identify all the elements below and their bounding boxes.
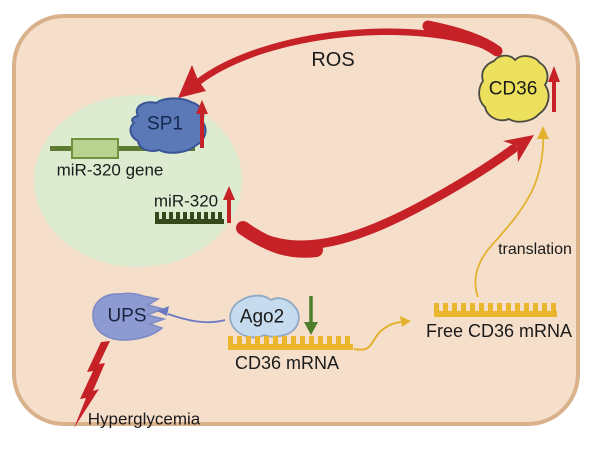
cd36-mrna-teeth xyxy=(228,336,353,344)
free-cd36-mrna-strand xyxy=(434,303,557,317)
cd36-mrna-strand xyxy=(228,336,353,350)
yellow-arrowhead-icon xyxy=(400,316,411,327)
ups-label: UPS xyxy=(107,305,147,327)
ups-proteasome xyxy=(92,292,167,341)
cd36-mrna-base xyxy=(228,344,353,350)
mir320-gene-label: miR-320 gene xyxy=(56,160,164,180)
cd36-label: CD36 xyxy=(488,78,538,100)
hyperglycemia-label: Hyperglycemia xyxy=(87,409,201,429)
sp1-increase-arrow xyxy=(196,100,208,148)
translation-arrowhead-icon xyxy=(537,126,549,139)
cd36-protein xyxy=(478,54,550,123)
ago2-label: Ago2 xyxy=(239,306,285,328)
mir320-strand-base xyxy=(155,219,224,224)
hyperglycemia-bolt-icon xyxy=(74,341,110,428)
blue-arrowhead-icon xyxy=(157,306,169,316)
cd36-mrna-label: CD36 mRNA xyxy=(234,353,340,373)
gene-box xyxy=(71,138,119,159)
mir320-mirna-strand xyxy=(155,212,224,224)
mrna-release-arrow xyxy=(353,316,411,351)
sp1-label: SP1 xyxy=(147,113,183,135)
mir320-strand-teeth xyxy=(155,212,224,219)
mir320-to-cd36-arrow xyxy=(236,135,534,258)
mir320-arrowhead-icon xyxy=(503,135,534,162)
translation-arrow xyxy=(474,126,549,298)
ros-feedback-arrow xyxy=(178,20,503,98)
mir320-label: miR-320 xyxy=(153,191,219,211)
free-cd36-mrna-label: Free CD36 mRNA xyxy=(425,321,573,341)
ago2-decrease-arrow xyxy=(304,296,318,335)
mir320-increase-arrow xyxy=(223,186,235,223)
free-cd36-mrna-teeth xyxy=(434,303,557,311)
mir320-gene-construct xyxy=(50,138,195,159)
sp1-protein xyxy=(129,97,207,154)
translation-label: translation xyxy=(498,241,572,258)
ago2-protein xyxy=(229,294,300,339)
ros-arrowhead-icon xyxy=(178,65,206,98)
ago2-to-ups-arrow xyxy=(157,306,226,324)
free-cd36-mrna-base xyxy=(434,311,557,317)
gene-line xyxy=(50,146,195,151)
cd36-increase-arrow xyxy=(548,66,560,112)
ros-label: ROS xyxy=(311,49,355,71)
